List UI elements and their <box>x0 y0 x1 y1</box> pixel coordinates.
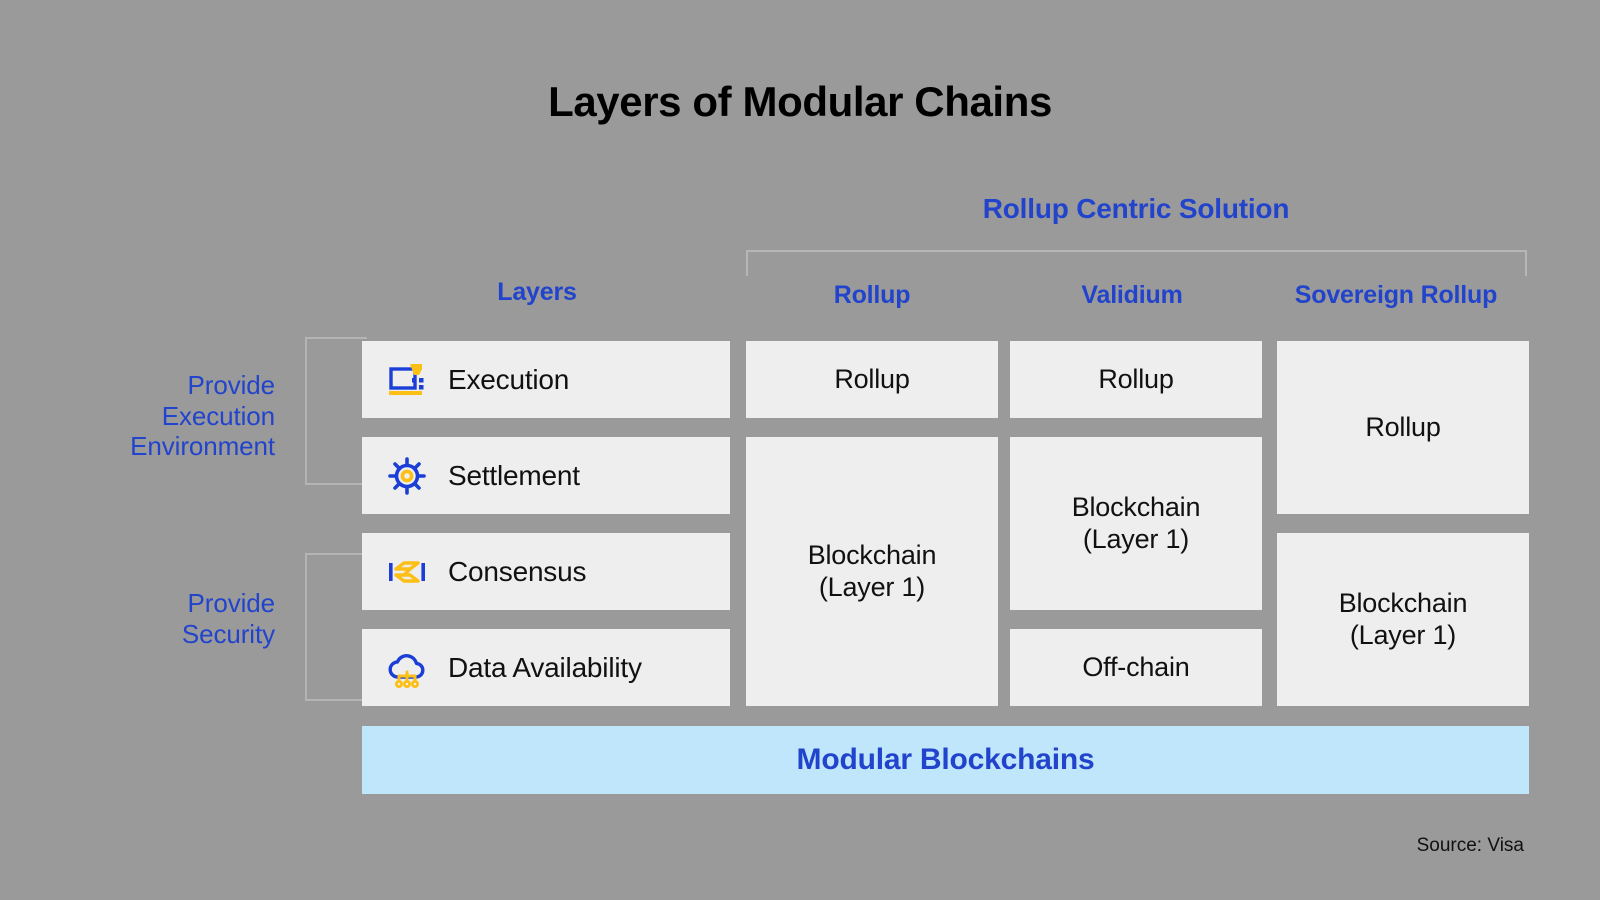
cell-text: Rollup <box>1365 411 1441 442</box>
modular-blockchains-bar: Modular Blockchains <box>362 726 1529 794</box>
source-attribution: Source: Visa <box>1416 835 1524 856</box>
column-header-validium: Validium <box>1081 281 1183 309</box>
side-label-security: Provide Security <box>181 588 275 649</box>
cell-text: Rollup <box>834 363 910 394</box>
column-header-sovereign: Sovereign Rollup <box>1294 281 1498 309</box>
layer-label: Settlement <box>448 459 580 491</box>
side-label-execution-environment: Provide Execution Environment <box>130 370 275 462</box>
rollup-cell-blockchain-layer1[interactable]: Blockchain (Layer 1) <box>746 437 998 706</box>
cell-text: Blockchain (Layer 1) <box>1071 491 1201 554</box>
cell-text: Blockchain (Layer 1) <box>1338 587 1468 650</box>
laptop-cursor-icon <box>384 357 430 403</box>
rollup-cell-rollup[interactable]: Rollup <box>746 341 998 418</box>
modular-blockchains-label: Modular Blockchains <box>796 743 1095 776</box>
validium-cell-blockchain-layer1[interactable]: Blockchain (Layer 1) <box>1010 437 1262 610</box>
validium-cell-off-chain[interactable]: Off-chain <box>1010 629 1262 706</box>
validium-cell-rollup[interactable]: Rollup <box>1010 341 1262 418</box>
handshake-icon <box>384 549 430 595</box>
layer-row-data-availability[interactable]: Data Availability <box>362 629 730 706</box>
sovereign-cell-rollup[interactable]: Rollup <box>1277 341 1529 514</box>
cell-text: Rollup <box>1098 363 1174 394</box>
layer-row-execution[interactable]: Execution <box>362 341 730 418</box>
layer-row-settlement[interactable]: Settlement <box>362 437 730 514</box>
column-header-layers: Layers <box>497 278 577 306</box>
page-title: Layers of Modular Chains <box>548 78 1052 125</box>
cloud-network-icon <box>384 645 430 691</box>
layer-label: Execution <box>448 363 570 395</box>
bracket-execution-environment <box>305 337 367 485</box>
layer-label: Consensus <box>448 555 587 587</box>
sovereign-cell-blockchain-layer1[interactable]: Blockchain (Layer 1) <box>1277 533 1529 706</box>
gear-icon <box>384 453 430 499</box>
layer-label: Data Availability <box>448 651 642 683</box>
bracket-security <box>305 553 367 701</box>
solution-group-bracket <box>746 250 1527 276</box>
cell-text: Off-chain <box>1082 651 1190 682</box>
column-header-rollup: Rollup <box>833 281 911 309</box>
cell-text: Blockchain (Layer 1) <box>807 539 937 602</box>
layer-row-consensus[interactable]: Consensus <box>362 533 730 610</box>
solution-heading: Rollup Centric Solution <box>982 193 1290 224</box>
